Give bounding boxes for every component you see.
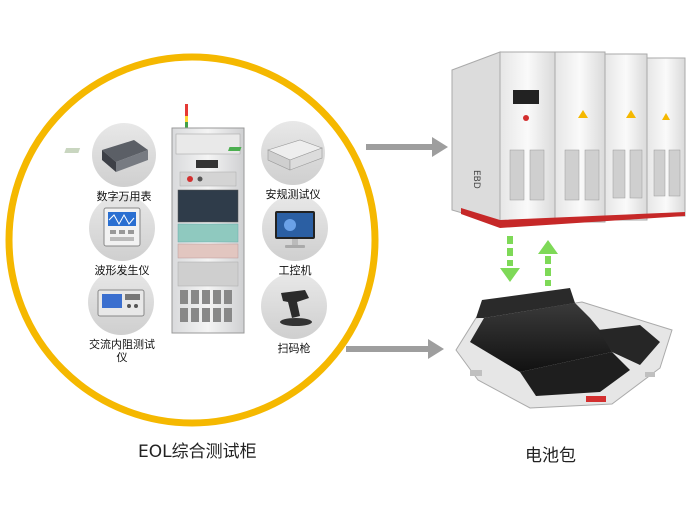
ac-resistance-tester-label-line2: 仪 bbox=[116, 351, 128, 364]
safety-tester-node bbox=[228, 121, 325, 185]
barcode-scanner-icon bbox=[280, 290, 312, 326]
multimeter-label: 数字万用表 bbox=[96, 190, 152, 203]
barcode-scanner-node bbox=[261, 273, 327, 339]
waveform-generator-node bbox=[89, 195, 155, 261]
waveform-generator-icon bbox=[103, 207, 141, 247]
arrow-to-battery bbox=[346, 339, 444, 359]
battery-pack-caption: 电池包 bbox=[525, 446, 576, 466]
eol-ring bbox=[5, 53, 379, 427]
arrow-to-cycler bbox=[366, 137, 448, 157]
safety-tester-label: 安规测试仪 bbox=[265, 188, 321, 201]
battery-pack bbox=[455, 288, 673, 409]
barcode-scanner-label: 扫码枪 bbox=[277, 342, 311, 355]
eol-cabinet-caption: EOL综合测试柜 bbox=[138, 442, 257, 462]
charge-discharge-cabinet: EBD bbox=[451, 51, 686, 228]
ac-resistance-tester-label-line1: 交流内阻测试 bbox=[89, 338, 155, 351]
equipment-brand: EBD bbox=[471, 170, 481, 189]
ac-resistance-tester-icon bbox=[97, 289, 145, 317]
safety-tester-icon bbox=[228, 139, 323, 171]
industrial-pc-node bbox=[262, 195, 328, 261]
eol-test-cabinet bbox=[171, 104, 245, 334]
multimeter-icon bbox=[64, 140, 148, 172]
industrial-pc-icon bbox=[275, 211, 315, 248]
ac-resistance-tester-node bbox=[88, 269, 154, 335]
multimeter-node bbox=[64, 123, 156, 187]
industrial-pc-label: 工控机 bbox=[278, 264, 312, 277]
waveform-generator-label: 波形发生仪 bbox=[94, 264, 150, 277]
arrow-down-green bbox=[500, 236, 520, 282]
arrow-up-green bbox=[538, 240, 558, 286]
